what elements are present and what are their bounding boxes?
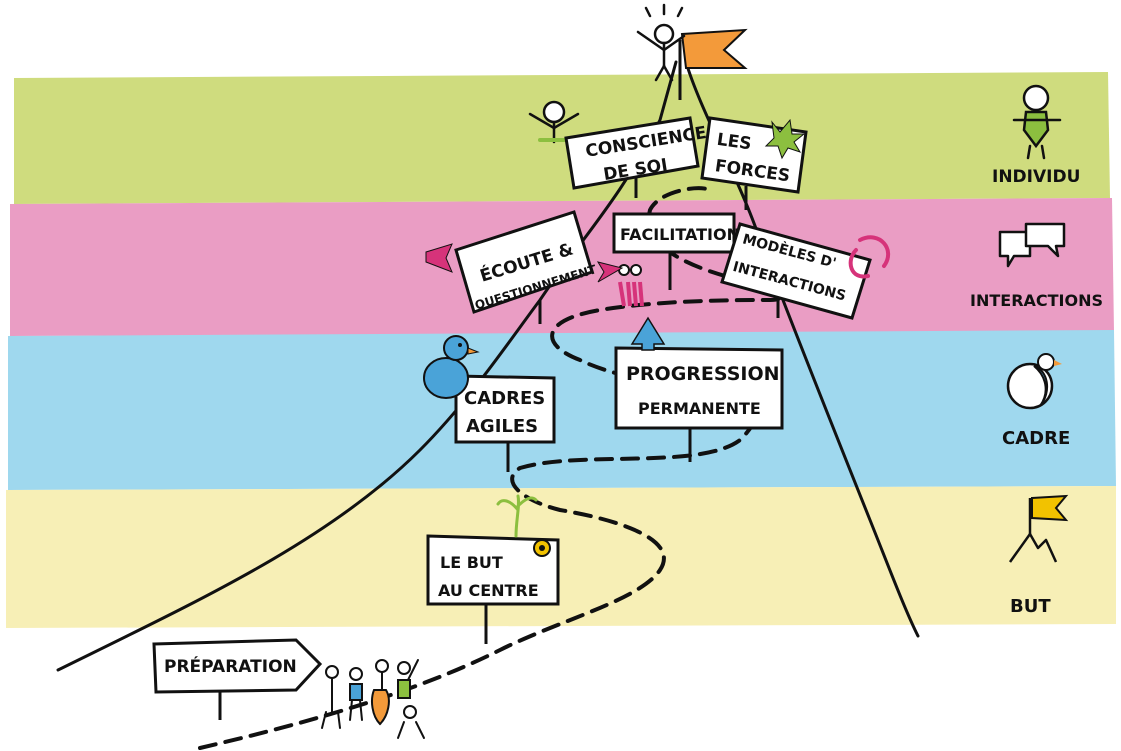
legend-interactions: INTERACTIONS — [970, 222, 1103, 310]
blue-arrow-icon — [630, 316, 666, 351]
sign-progression-permanente: PROGRESSION PERMANENTE — [614, 346, 784, 462]
facilitator-figures — [618, 264, 644, 307]
summit-flag-icon — [1008, 494, 1069, 563]
sign-conscience-de-soi: CONSCIENCE DE SOI — [564, 116, 708, 198]
band-legend: INDIVIDU INTERACTIONS CADRE — [970, 84, 1103, 617]
sign-les-forces: LES FORCES — [700, 116, 808, 210]
sign-progression-line1: PROGRESSION — [626, 363, 780, 385]
legend-cadre: CADRE — [1002, 353, 1070, 449]
sign-preparation-label: PRÉPARATION — [164, 655, 297, 677]
flag-cloth — [680, 28, 748, 69]
cycle-arrows-icon — [848, 235, 891, 279]
sign-le-but-au-centre: LE BUT AU CENTRE — [426, 494, 560, 644]
band-cadre — [8, 330, 1116, 490]
legend-individu-label: INDIVIDU — [992, 167, 1080, 187]
bands — [6, 72, 1116, 628]
sign-preparation: PRÉPARATION — [152, 638, 323, 720]
blue-bird-icon — [423, 335, 480, 399]
sign-forces-line1: LES — [716, 130, 753, 155]
sign-cadres-agiles: CADRES AGILES — [454, 374, 556, 472]
pink-chevron-right-icon — [596, 261, 624, 283]
band-but — [6, 486, 1116, 628]
sign-cadres-line1: CADRES — [464, 388, 545, 409]
signs: CONSCIENCE DE SOI LES FORCES FACILITATIO… — [152, 116, 872, 720]
sprout-icon — [496, 494, 538, 538]
summit-flag — [678, 28, 748, 100]
legend-cadre-label: CADRE — [1002, 428, 1070, 449]
sign-progression-line2: PERMANENTE — [638, 399, 761, 418]
person-icon — [1012, 84, 1062, 160]
sign-facilitation-label: FACILITATION — [620, 225, 740, 244]
sign-facilitation: FACILITATION — [612, 212, 740, 290]
sign-cadres-line2: AGILES — [466, 416, 538, 437]
hikers-group — [321, 659, 425, 739]
waving-person — [528, 100, 580, 144]
summit-person-head — [653, 23, 675, 45]
legend-but: BUT — [1008, 494, 1069, 617]
sign-but-line1: LE BUT — [440, 553, 503, 572]
legend-individu: INDIVIDU — [992, 84, 1080, 187]
summit-person — [636, 3, 686, 82]
waving-person-head — [542, 100, 566, 124]
pink-chevron-left-icon — [425, 243, 453, 273]
sign-but-line2: AU CENTRE — [438, 581, 539, 600]
legend-interactions-label: INTERACTIONS — [970, 291, 1103, 310]
sign-modeles-interactions: MODÈLES D' INTERACTIONS — [720, 222, 872, 320]
speech-bubbles-icon — [998, 222, 1066, 268]
legend-but-label: BUT — [1010, 596, 1051, 617]
forces-burst-icon — [764, 118, 806, 160]
bird-icon — [1006, 353, 1062, 410]
